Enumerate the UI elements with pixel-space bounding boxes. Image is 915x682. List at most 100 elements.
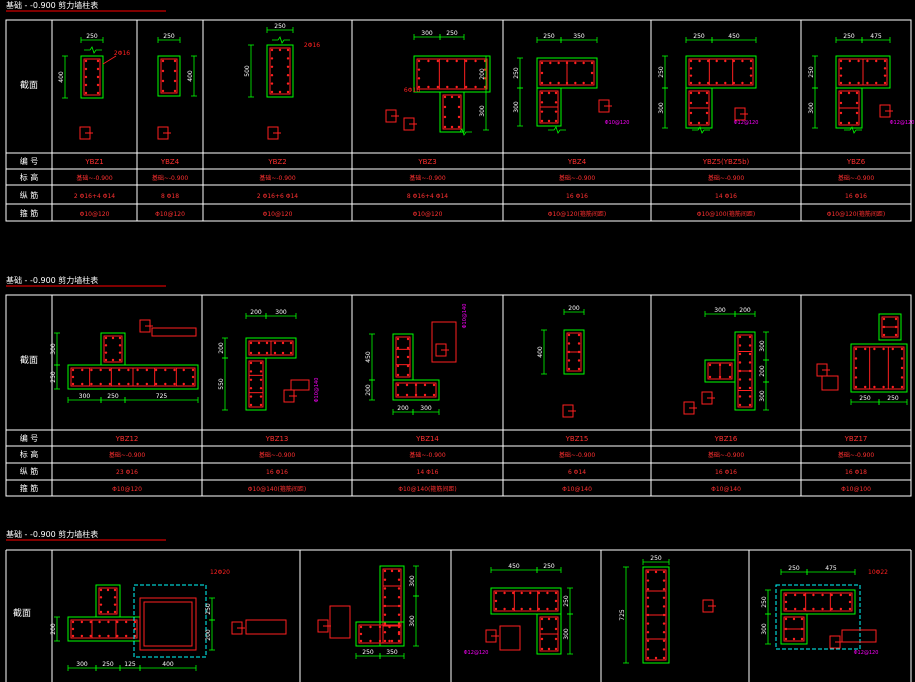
rebar-dot (540, 647, 544, 651)
row-label-longitudinal: 纵 筋 (20, 190, 39, 200)
rebar-dot (417, 68, 421, 71)
rebar-dot (111, 358, 115, 362)
rebar-dot (577, 342, 581, 345)
rebar-dot (161, 59, 165, 63)
column-stirrups: Φ10@120 (263, 211, 293, 218)
rebar-dot (857, 59, 860, 63)
rebar-dot (662, 605, 666, 608)
rebar-dot (839, 67, 843, 70)
rebar-dot (464, 85, 468, 89)
rebar-dot (113, 588, 117, 592)
rebar-dot (390, 639, 394, 643)
wall-outline (355, 621, 405, 647)
rebar-dot (273, 341, 277, 345)
rebar-note: 2Φ16 (114, 50, 130, 57)
rebar-dot (891, 385, 894, 389)
column-longitudinal-rebar: 16 Φ16 (266, 469, 288, 476)
rebar-dot (483, 77, 487, 80)
rebar-note: Φ12@120 (734, 120, 759, 126)
rebar-dot (99, 588, 103, 592)
stirrup (493, 590, 559, 612)
column-stirrups: Φ10@120(箍筋间距) (827, 210, 886, 218)
rebar-dot (249, 387, 253, 390)
rebar-dot (124, 620, 128, 624)
column-stirrups: Φ10@120 (112, 486, 142, 493)
rebar-dot (436, 85, 440, 89)
rebar-dot (259, 378, 263, 381)
rebar-dot (839, 607, 843, 611)
rebar-dot (689, 74, 693, 77)
rebar-dot (511, 607, 515, 611)
rebar-dot (830, 607, 833, 611)
wall-outline (80, 55, 104, 99)
rebar-dot (107, 634, 110, 638)
rebar-dot (96, 91, 100, 95)
rebar-dot (738, 361, 742, 364)
rebar-dot (689, 67, 693, 70)
dimension-label: 475 (825, 565, 837, 572)
rebar-dot (71, 382, 75, 386)
rebar-dot (450, 95, 454, 99)
rebar-dot (540, 110, 544, 113)
rebar-dot (540, 119, 544, 123)
dimension-label: 725 (156, 393, 168, 400)
dimension-label: 250 (50, 371, 57, 383)
rebar-dot (127, 382, 130, 386)
column-elevation: 基础~-0.900 (708, 174, 745, 182)
rebar-dot (406, 337, 410, 341)
rebar-dot (549, 81, 552, 85)
rebar-dot (882, 347, 885, 351)
rebar-dot (883, 81, 887, 85)
wall-outline (439, 91, 465, 133)
rebar-dot (494, 607, 498, 611)
dimension-label: 200 (250, 309, 262, 316)
rebar-dot (397, 622, 401, 625)
dimension-label: 250 (86, 33, 98, 40)
rebar-dot (854, 376, 858, 379)
row-label-code: 编 号 (20, 433, 39, 443)
rebar-dot (554, 110, 558, 113)
rebar-dot (257, 351, 261, 355)
rebar-dot (99, 596, 103, 599)
dimension-label: 200 (205, 629, 212, 641)
column-elevation: 基础~-0.900 (559, 174, 596, 182)
dimension-label: 300 (808, 102, 815, 114)
row-label-longitudinal: 纵 筋 (20, 466, 39, 476)
rebar-note: Φ12@120 (890, 120, 915, 126)
rebar-dot (396, 337, 400, 341)
rebar-dot (873, 347, 876, 351)
rebar-dot (259, 387, 263, 390)
rebar-dot (396, 393, 400, 397)
rebar-dot (803, 607, 806, 611)
rebar-dot (80, 634, 84, 638)
rebar-dot (84, 83, 88, 87)
dimension-label: 725 (619, 609, 626, 621)
dimension-label: 250 (788, 565, 800, 572)
rebar-dot (396, 355, 400, 359)
rebar-dot (792, 617, 796, 621)
rebar-dot (689, 101, 693, 105)
rebar-dot (547, 647, 551, 651)
rebar-dot (455, 59, 458, 63)
wall-outline (685, 55, 757, 89)
rebar-dot (446, 85, 449, 89)
rebar-dot (173, 59, 177, 63)
rebar-dot (848, 593, 852, 597)
rebar-dot (567, 333, 571, 337)
dimension-label: 400 (58, 71, 65, 83)
dimension-label: 300 (563, 628, 570, 640)
wall-outline (835, 87, 863, 129)
dimension-label: 250 (205, 603, 212, 615)
rebar-dot (359, 639, 363, 643)
column-code: YBZ5(YBZ5b) (702, 158, 750, 166)
rebar-dot (738, 378, 742, 381)
rebar-dot (706, 81, 710, 85)
rebar-dot (839, 101, 843, 105)
rebar-dot (749, 81, 753, 85)
rebar-dot (173, 89, 177, 93)
